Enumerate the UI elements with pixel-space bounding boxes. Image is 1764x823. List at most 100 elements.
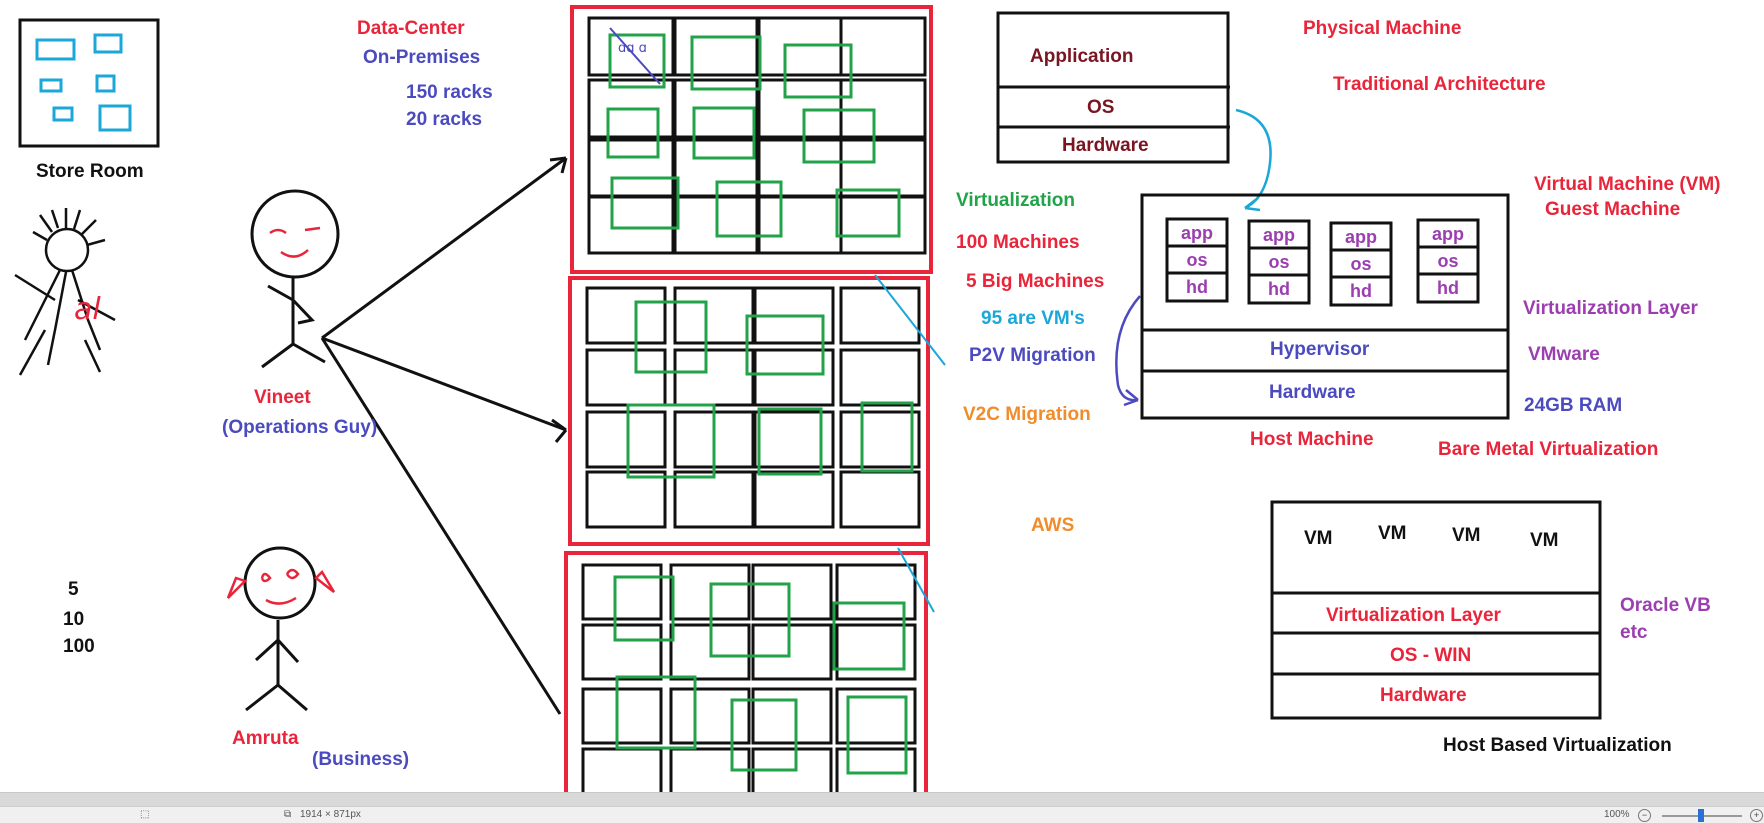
drawing-layer: al ɑɑ ɑ [14,5,1602,792]
rack-cell [581,623,663,681]
vm-stack-box [1329,221,1393,307]
vm-box [690,35,762,91]
amruta-name: Amruta [232,728,299,749]
hypervisor-layer: Hypervisor [1270,339,1370,360]
vm-stack-box [1247,219,1311,305]
rack-cell [585,470,667,529]
vm-box [745,314,825,376]
amruta-stick-figure [226,546,336,712]
rack-cell [751,747,833,792]
virtualization-label: Virtualization [956,190,1075,211]
rack-cell [587,78,675,139]
rack-scribble [609,27,661,85]
vm-box [606,107,660,159]
vm-box [692,106,756,160]
vm-stack-label-hd: hd [1186,277,1208,297]
curved-arrow-cyan [1235,108,1272,210]
arrows [320,156,568,715]
rack-bottom-frame [564,551,928,792]
vm-box [615,675,697,750]
vms-label: 95 are VM's [981,308,1085,329]
racks-20: 20 racks [406,109,483,130]
rack-cell [669,747,751,792]
rack-cell [673,16,761,77]
arrow-to-middle-rack [321,336,567,432]
p2v-line [874,274,946,366]
vm-stack-label-hd: hd [1350,281,1372,301]
vm-title: Virtual Machine (VM) [1534,174,1721,195]
vm-stack-label-app: app [1432,224,1464,244]
vm-box [610,176,680,230]
machines-label: 100 Machines [956,232,1080,253]
vm-box [730,698,798,772]
rack-cell [835,687,917,745]
rack-cell [673,348,755,407]
rack-cell [581,747,663,792]
physical-os-layer: OS [1087,97,1115,118]
datacenter-subtitle: On-Premises [363,47,481,68]
horizontal-scrollbar[interactable] [0,792,1764,807]
vm-stack-label-app: app [1345,227,1377,247]
count-5: 5 [68,579,79,600]
hostbased-virtualization-layer: Virtualization Layer [1326,605,1501,626]
rack-cell [587,16,675,77]
datacenter-title: Data-Center [357,18,465,39]
zoom-slider-thumb[interactable] [1698,809,1704,822]
rack-cell [839,410,921,469]
rack-cell [839,138,927,199]
vm-stack-label-hd: hd [1437,278,1459,298]
zoom-in-button[interactable]: + [1750,809,1763,822]
guest-machine-label: Guest Machine [1545,199,1681,220]
vm-stack-box [1165,217,1229,303]
storeroom-item [95,74,116,93]
rack-cell [839,470,921,529]
vm-box [715,180,783,238]
vm-box [709,582,791,658]
rack-cell [839,194,927,255]
storeroom-item [52,106,74,122]
selection-icon: ⬚ [140,809,150,820]
rack-top-frame [570,5,933,274]
rack-cell [839,348,921,407]
vm-stack-label-app: app [1181,223,1213,243]
big-machines-label: 5 Big Machines [966,271,1105,292]
zoom-out-button[interactable]: − [1638,809,1651,822]
rack-cell [673,78,761,139]
storeroom-item [39,78,63,93]
rack-cell [587,138,675,199]
rack-cell [755,194,843,255]
vm-box [608,33,666,89]
rack-vm-boxes [606,33,914,775]
vm-stack-box [1416,218,1480,304]
p2v-label: P2V Migration [969,345,1096,366]
host-based-box [1270,500,1602,720]
vm-box [613,575,675,642]
hostbased-os-layer: OS - WIN [1390,645,1472,666]
rack-cell [673,470,755,529]
arrow-to-bottom-rack [320,337,562,715]
rack-cell [581,687,663,745]
rack-cell [585,286,667,345]
sketch-person [14,208,116,376]
curved-arrow-blue [1115,295,1141,402]
storeroom-item [35,38,76,61]
host-machine-box [1140,193,1510,420]
vm-box [783,43,853,99]
ram-label: 24GB RAM [1524,395,1623,416]
rack-cell [585,410,667,469]
hostbased-vm-4: VM [1530,530,1559,551]
vm-box [860,401,914,473]
vm-stack-label-os: os [1437,251,1458,271]
rack-cell [751,623,833,681]
vm-box [835,188,901,238]
oracle-vb-label: Oracle VB [1620,595,1711,616]
physical-app-layer: Application [1030,46,1134,67]
physical-hardware-layer: Hardware [1062,135,1149,156]
v2c-label: V2C Migration [963,404,1091,425]
host-machine-label: Host Machine [1250,429,1374,450]
rack-cell [673,286,755,345]
rack-cell [751,687,833,745]
rack-cell [835,563,917,621]
rack-cell [587,194,675,255]
